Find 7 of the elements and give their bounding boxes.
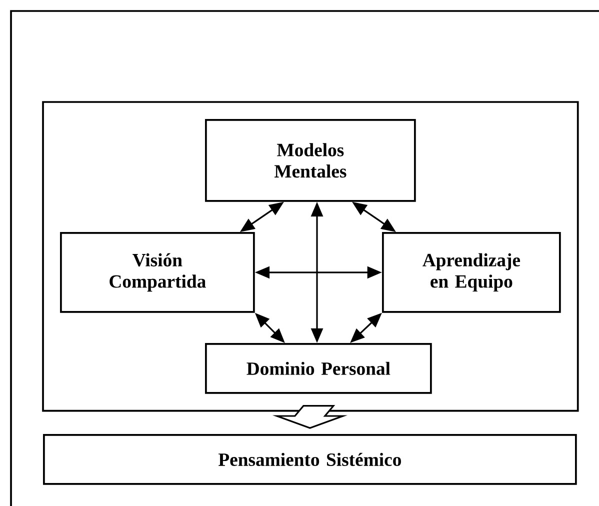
block-arrow <box>272 405 348 429</box>
group-frame <box>42 101 579 412</box>
concept-box: Aprendizaje en Equipo <box>382 232 561 313</box>
concept-box: Visión Compartida <box>60 232 255 313</box>
concept-box: Modelos Mentales <box>205 119 416 202</box>
concept-box: Pensamiento Sistémico <box>43 434 577 485</box>
concept-box: Dominio Personal <box>205 343 432 394</box>
